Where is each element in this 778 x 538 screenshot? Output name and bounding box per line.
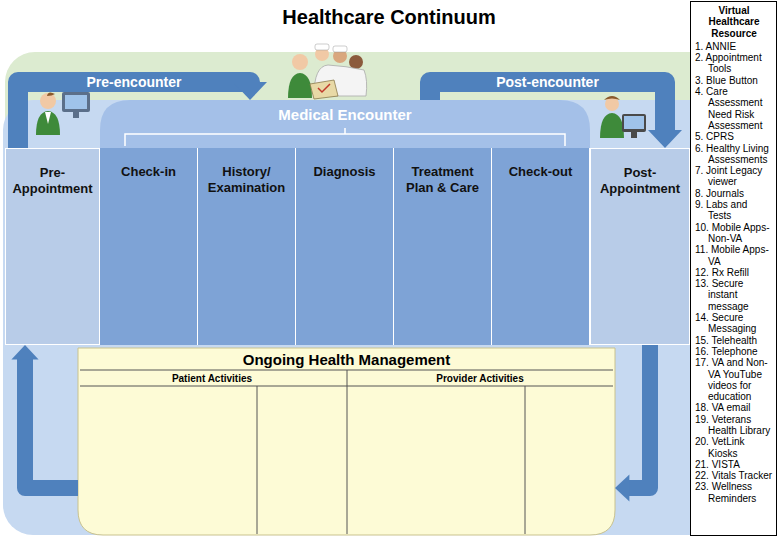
list-item: 13. Secure instant message [695,278,773,312]
list-heading: Virtual Healthcare Resource [695,5,773,39]
list-item: 15. Telehealth [695,335,773,346]
list-item: 11. Mobile Apps-VA [695,244,773,267]
list-item: 7. Joint Legacy viewer [695,165,773,188]
arrow-head [11,345,38,359]
list-item: 2. Appointment Tools [695,52,773,75]
box-label: Diagnosis [300,164,389,180]
arrow-shaft [628,345,650,488]
list-item: 3. Blue Button [695,75,773,86]
arrow-head [233,82,267,100]
box-label: Post-Appointment [594,165,686,196]
list-item: 21. VISTA [695,459,773,470]
list-item: 9. Labs and Tests [695,199,773,222]
phase-column: Post-Appointment [590,148,690,345]
box-label: Medical Encounter [100,100,590,123]
flow-arrow [18,82,267,148]
user-icon [36,92,90,135]
list-item: 18. VA email [695,402,773,413]
list-item: 23. Wellness Reminders [695,481,773,504]
list-item: 20. VetLink Kiosks [695,436,773,459]
table-lines [80,370,613,534]
encounter-step: History/ Examination [198,148,296,345]
table-header: Patient Activities [172,373,252,384]
encounter-group: Medical EncounterCheck-in History/ Examin… [100,100,590,345]
encounter-step: Diagnosis [296,148,394,345]
list-item: 4. Care Assessment Need Risk Assessment [695,86,773,131]
encounter-step: Check-in [100,148,198,345]
bracket [125,128,565,146]
list-item: 17. VA and Non-VA YouTube videos for edu… [695,357,773,402]
list-item: 8. Journals [695,188,773,199]
box-label: Treatment Plan & Care [398,164,487,195]
resource-list-box: Virtual Healthcare Resource 1. ANNIE2. Ap… [690,1,777,536]
box-label: Ongoing Health Management [78,348,615,368]
diagram-title: Healthcare Continuum [0,6,778,29]
list-item: 22. Vitals Tracker [695,470,773,481]
flow-arrow [430,82,682,148]
list-item: 14. Secure Messaging [695,312,773,335]
box-label: Check-out [496,164,585,180]
arrow-shaft [18,82,250,148]
table-header: Provider Activities [436,373,523,384]
box-label: History/ Examination [202,164,291,195]
list-item: 12. Rx Refill [695,267,773,278]
encounter-step: Check-out [492,148,590,345]
provider-icon [600,96,646,138]
list-item: 5. CPRS [695,131,773,142]
box-label: Check-in [104,164,193,180]
ongoing-panel: Ongoing Health Management [78,348,615,535]
flow-arrow [615,345,650,502]
arrow-shaft [25,358,78,488]
flow-arrow [11,345,78,488]
continuum-region [3,100,751,535]
phase-column: Pre-Appointment [5,148,100,345]
list-item: 6. Healthy Living Assessments [695,143,773,166]
encounter-shape [100,100,590,345]
list-item: 16. Telephone [695,346,773,357]
list-item: 10. Mobile Apps-Non-VA [695,222,773,245]
encounter-step: Treatment Plan & Care [394,148,492,345]
arrow-head [615,474,629,501]
ongoing-shape [78,348,615,535]
arrow-label: Post-encounter [493,73,602,91]
arrow-head [648,130,682,148]
list-item: 1. ANNIE [695,41,773,52]
care-team-icon [288,44,367,99]
arrow-label: Pre-encounter [84,73,185,91]
box-label: Pre-Appointment [9,165,96,196]
list-item: 19. Veterans Health Library [695,414,773,437]
